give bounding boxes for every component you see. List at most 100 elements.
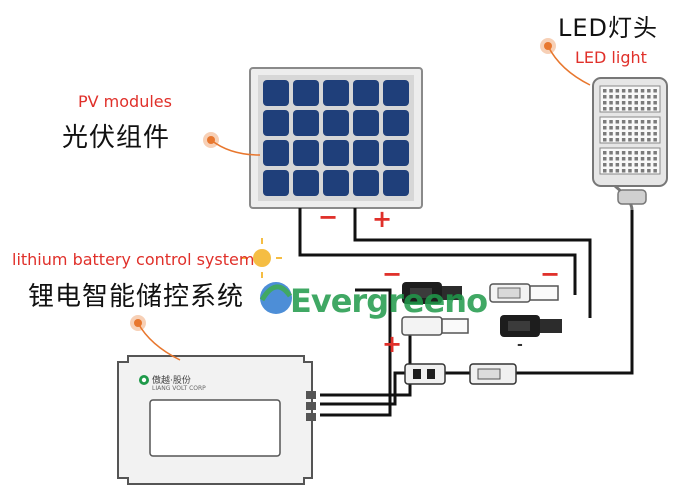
led-chip [628, 157, 632, 161]
callout-markers [130, 38, 591, 361]
led-chip [647, 157, 651, 161]
led-chip [640, 95, 645, 99]
led-chip [615, 169, 620, 173]
led-chip [628, 151, 632, 155]
led-chip [653, 120, 657, 124]
evergreeno-watermark: Evergreeno [290, 282, 488, 320]
led-chip [615, 89, 620, 93]
led-chip [653, 101, 657, 105]
led-chip [609, 132, 613, 136]
led-chip [621, 163, 626, 167]
pv-modules-label-en: PV modules [78, 92, 172, 111]
pv-cell [323, 80, 349, 106]
pv-cell [323, 140, 349, 166]
led-chip [647, 89, 651, 93]
device-brand-sub: LIANG VOLT CORP [152, 385, 206, 392]
led-chip [640, 89, 645, 93]
mc4-connectors [401, 282, 562, 385]
led-chip [647, 138, 651, 142]
led-chip [628, 95, 632, 99]
led-chip [628, 107, 632, 111]
led-chip [603, 107, 607, 111]
led-chip [640, 163, 645, 167]
led-chip [603, 151, 607, 155]
pv-cell [293, 80, 319, 106]
led-chip [615, 107, 620, 111]
led-chip [603, 89, 607, 93]
led-chip [640, 132, 645, 136]
led-chip [621, 169, 626, 173]
led-chip [609, 101, 613, 105]
led-chip [615, 95, 620, 99]
led-chip [647, 107, 651, 111]
led-chip [615, 138, 620, 142]
pv-cell [353, 140, 379, 166]
device-brand-name: 傲越·股份 [152, 376, 191, 386]
led-chip [653, 138, 657, 142]
led-chip [634, 157, 638, 161]
pv-cell [263, 80, 289, 106]
led-negative-sign: - [517, 337, 523, 353]
led-chip [634, 132, 638, 136]
led-chip [621, 95, 626, 99]
led-chip [647, 163, 651, 167]
led-chip [603, 157, 607, 161]
led-chip [634, 120, 638, 124]
led-chip [634, 95, 638, 99]
led-chip [615, 132, 620, 136]
led-chip [640, 169, 645, 173]
pv-cell [353, 80, 379, 106]
led-chip [634, 89, 638, 93]
led-chip [628, 132, 632, 136]
led-chip [609, 151, 613, 155]
pv-cell [263, 110, 289, 136]
panel-negative-sign: − [318, 203, 339, 231]
pv-cell [383, 170, 409, 196]
pv-panel [249, 67, 423, 209]
led-chip [603, 138, 607, 142]
led-chip [621, 89, 626, 93]
led-chip [615, 151, 620, 155]
led-chip [609, 89, 613, 93]
led-chip [653, 163, 657, 167]
pv-cell [293, 170, 319, 196]
led-chip [628, 120, 632, 124]
led-chip [628, 101, 632, 105]
pv-cell [293, 110, 319, 136]
led-chip [609, 157, 613, 161]
led-chip [621, 126, 626, 130]
led-chip [615, 126, 620, 130]
led-chip [653, 95, 657, 99]
led-chip [653, 151, 657, 155]
led-chip [653, 126, 657, 130]
led-chip [609, 120, 613, 124]
led-chip [615, 101, 620, 105]
led-chip [634, 151, 638, 155]
battery-label-cn: 锂电智能储控系统 [28, 282, 245, 312]
led-chip [603, 126, 607, 130]
led-chip [640, 107, 645, 111]
led-chip [621, 101, 626, 105]
pv-cell [323, 110, 349, 136]
led-chip [628, 163, 632, 167]
led-chip [647, 151, 651, 155]
led-chip [603, 101, 607, 105]
led-chip [609, 138, 613, 142]
led-light-head [592, 77, 668, 211]
pv-cell [263, 170, 289, 196]
led-chip [615, 120, 620, 124]
led-chip [621, 138, 626, 142]
led-chip [647, 126, 651, 130]
pv-modules-label-cn: 光伏组件 [62, 123, 171, 153]
led-chip [621, 157, 626, 161]
led-chip [653, 157, 657, 161]
led-chip [653, 169, 657, 173]
led-chip [621, 151, 626, 155]
led-chip [640, 101, 645, 105]
led-light-label-en: LED light [575, 48, 647, 67]
pv-cell [323, 170, 349, 196]
led-chip [628, 126, 632, 130]
led-light-label-cn: LED灯头 [558, 14, 659, 42]
pv-cell [293, 140, 319, 166]
